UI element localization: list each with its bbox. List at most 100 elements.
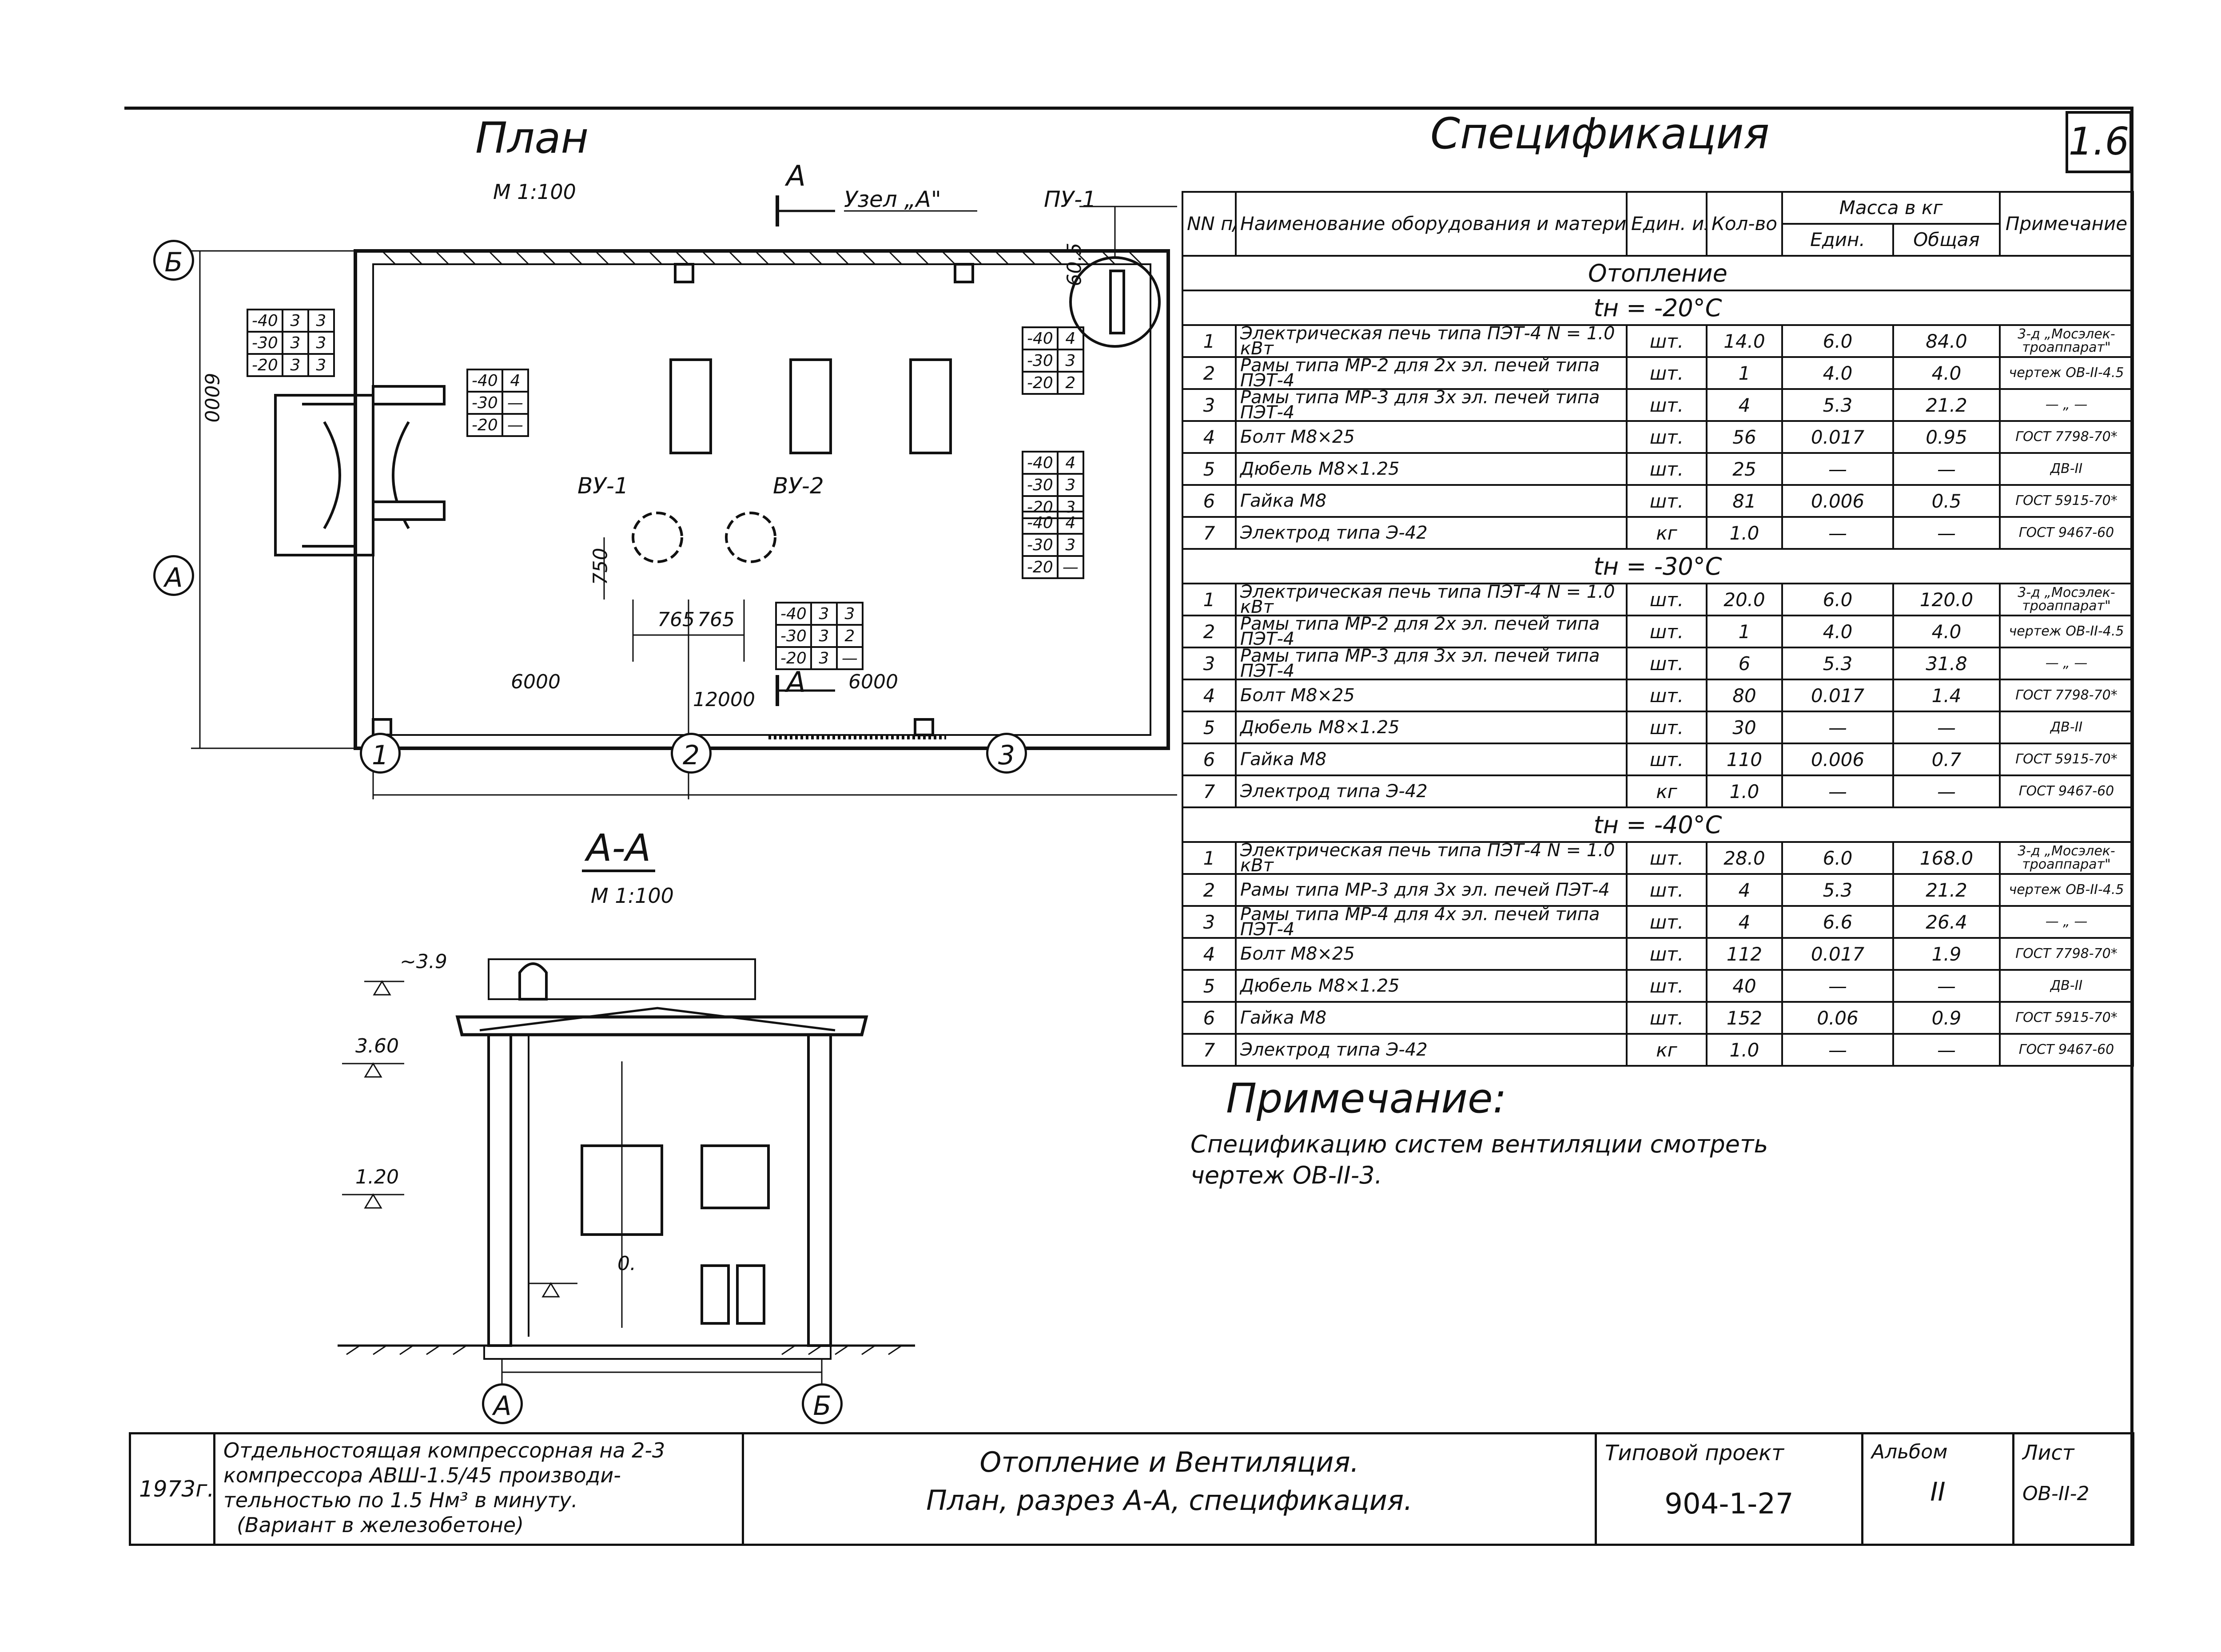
tb-desc-3: тельностью по 1.5 Нм³ в минуту. [223,1488,578,1512]
spec-cell-note: ГОСТ 7798-70* [1999,937,2134,971]
spec-cell-qty: 40 [1706,969,1783,1003]
section-level-1: ~3.9 [400,950,447,973]
spec-cell-mass-unit: — [1781,1033,1894,1067]
spec-cell-qty: 1 [1706,615,1783,648]
spec-cell-mass-total: 0.7 [1892,743,2001,776]
tb-project-value: 904-1-27 [1664,1488,1794,1521]
plan-axis-a: А [153,555,194,596]
spec-cell-mass-total: — [1892,711,2001,744]
spec-cell-qty: 56 [1706,420,1783,454]
spec-cell-note: ГОСТ 7798-70* [1999,679,2134,712]
tb-year: 1973г. [129,1432,215,1546]
spec-temp-heading: tн = -30°C [1181,548,2134,584]
tb-desc-2: компрессора АВШ-1.5/45 производи- [223,1463,621,1487]
tb-sheet-label: Лист [2022,1441,2074,1465]
spec-cell-unit: кг [1626,774,1708,808]
spec-cell-num: 1 [1182,324,1237,358]
spec-cell-name: Дюбель М8×1.25 [1235,711,1628,744]
spec-cell-mass-unit: 5.3 [1781,647,1894,680]
plan-vu1-label: ВУ-1 [577,473,629,499]
spec-cell-qty: 112 [1706,937,1783,971]
spec-header-qty: Кол-во [1706,191,1783,257]
spec-cell-qty: 4 [1706,873,1783,907]
spec-cell-mass-total: 21.2 [1892,388,2001,422]
spec-cell-unit: шт. [1626,679,1708,712]
spec-cell-qty: 20.0 [1706,583,1783,616]
note-line-2: чертеж ОВ-II-3. [1190,1161,1382,1189]
spec-title: Спецификация [1430,109,1770,159]
spec-cell-qty: 152 [1706,1001,1783,1035]
spec-cell-mass-unit: — [1781,774,1894,808]
spec-cell-mass-unit: 0.017 [1781,420,1894,454]
spec-cell-name: Электрод типа Э-42 [1235,516,1628,550]
plan-axis-2: 2 [671,733,712,774]
tb-album: Альбом II [1861,1432,2014,1546]
spec-cell-qty: 30 [1706,711,1783,744]
spec-cell-mass-unit: 5.3 [1781,873,1894,907]
spec-cell-note: ГОСТ 5915-70* [1999,743,2134,776]
spec-cell-note: ГОСТ 5915-70* [1999,484,2134,518]
spec-cell-name: Рамы типа МР-3 для 3х эл. печей типа ПЭТ… [1235,647,1628,680]
spec-cell-note: 3-д „Мосэлек-троаппарат" [1999,583,2134,616]
spec-cell-name: Электрод типа Э-42 [1235,1033,1628,1067]
spec-cell-unit: шт. [1626,452,1708,486]
spec-cell-num: 1 [1182,583,1237,616]
spec-cell-qty: 4 [1706,388,1783,422]
spec-cell-name: Рамы типа МР-2 для 2х эл. печей типа ПЭТ… [1235,615,1628,648]
spec-cell-mass-unit: — [1781,452,1894,486]
spec-cell-unit: кг [1626,1033,1708,1067]
spec-cell-unit: шт. [1626,647,1708,680]
section-title: А-А [582,826,656,872]
tb-sheet-value: ОВ-II-2 [2022,1482,2090,1505]
spec-cell-mass-total: — [1892,1033,2001,1067]
spec-cell-unit: шт. [1626,1001,1708,1035]
spec-cell-num: 6 [1182,484,1237,518]
section-level-3: 1.20 [355,1166,399,1188]
spec-cell-unit: шт. [1626,484,1708,518]
spec-cell-mass-total: — [1892,452,2001,486]
spec-cell-note: 3-д „Мосэлек-троаппарат" [1999,324,2134,358]
section-drawing [338,958,915,1390]
spec-cell-mass-unit: 4.0 [1781,615,1894,648]
plan-scale: М 1:100 [493,180,576,204]
spec-cell-name: Рамы типа МР-3 для 3х эл. печей ПЭТ-4 [1235,873,1628,907]
spec-cell-qty: 110 [1706,743,1783,776]
spec-cell-unit: шт. [1626,711,1708,744]
spec-cell-unit: шт. [1626,420,1708,454]
section-axis-b: Б [802,1383,843,1424]
spec-cell-num: 5 [1182,452,1237,486]
spec-cell-note: — „ — [1999,388,2134,422]
spec-cell-mass-total: 1.9 [1892,937,2001,971]
spec-cell-name: Электрическая печь типа ПЭТ-4 N = 1.0 кВ… [1235,841,1628,875]
spec-cell-note: 3-д „Мосэлек-троаппарат" [1999,841,2134,875]
spec-cell-unit: шт. [1626,324,1708,358]
spec-cell-mass-total: 4.0 [1892,356,2001,390]
spec-cell-unit: шт. [1626,841,1708,875]
spec-cell-unit: кг [1626,516,1708,550]
spec-cell-mass-total: 4.0 [1892,615,2001,648]
spec-cell-num: 6 [1182,743,1237,776]
spec-cell-mass-total: 120.0 [1892,583,2001,616]
title-block: 1973г. Отдельностоящая компрессорная на … [129,1432,2134,1546]
tb-desc-1: Отдельностоящая компрессорная на 2-3 [223,1438,665,1462]
spec-header-note: Примечание [1999,191,2134,257]
spec-cell-unit: шт. [1626,356,1708,390]
spec-cell-name: Болт М8×25 [1235,679,1628,712]
spec-cell-mass-total: — [1892,969,2001,1003]
spec-cell-mass-total: 84.0 [1892,324,2001,358]
spec-cell-note: ДВ-II [1999,452,2134,486]
plan-dim-overall: 12000 [693,688,755,711]
spec-cell-note: чертеж ОВ-II-4.5 [1999,615,2134,648]
spec-cell-mass-unit: 6.0 [1781,583,1894,616]
spec-cell-mass-unit: — [1781,516,1894,550]
